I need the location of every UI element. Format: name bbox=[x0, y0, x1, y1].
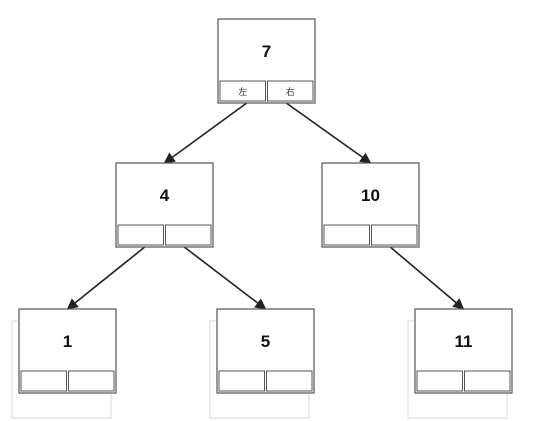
left-pointer-slot bbox=[323, 224, 370, 246]
edges-layer bbox=[66, 102, 465, 310]
right-slot-label: 右 bbox=[286, 86, 295, 98]
edge-arrow-n4-to-n1 bbox=[66, 246, 146, 310]
right-pointer-slot bbox=[267, 80, 314, 102]
tree-node-4: 4 bbox=[115, 162, 214, 248]
node-value: 10 bbox=[361, 186, 380, 205]
node-value: 7 bbox=[262, 42, 271, 61]
tree-node-5: 5 bbox=[209, 308, 315, 419]
left-pointer-slot bbox=[20, 370, 67, 392]
edge-arrow-n7-to-n10 bbox=[285, 102, 372, 164]
tree-node-10: 10 bbox=[321, 162, 420, 248]
edge-arrow-n4-to-n5 bbox=[183, 246, 267, 310]
nodes-layer: 7 左 右 4 10 1 5 11 bbox=[11, 18, 513, 419]
left-slot-label: 左 bbox=[238, 86, 247, 98]
edge-arrow-n7-to-n4 bbox=[163, 102, 248, 164]
right-pointer-slot bbox=[165, 224, 212, 246]
right-pointer-slot bbox=[464, 370, 511, 392]
left-pointer-slot bbox=[218, 370, 265, 392]
left-pointer-slot bbox=[117, 224, 164, 246]
tree-node-7: 7 左 右 bbox=[217, 18, 316, 104]
right-pointer-slot bbox=[371, 224, 418, 246]
tree-node-1: 1 bbox=[11, 308, 117, 419]
edge-arrow-n10-to-n11 bbox=[389, 246, 465, 310]
right-pointer-slot bbox=[266, 370, 313, 392]
left-pointer-slot bbox=[219, 80, 266, 102]
node-value: 5 bbox=[261, 332, 270, 351]
tree-node-11: 11 bbox=[407, 308, 513, 419]
left-pointer-slot bbox=[416, 370, 463, 392]
node-value: 11 bbox=[455, 332, 473, 351]
right-pointer-slot bbox=[68, 370, 115, 392]
node-value: 1 bbox=[63, 332, 72, 351]
node-value: 4 bbox=[160, 186, 170, 205]
